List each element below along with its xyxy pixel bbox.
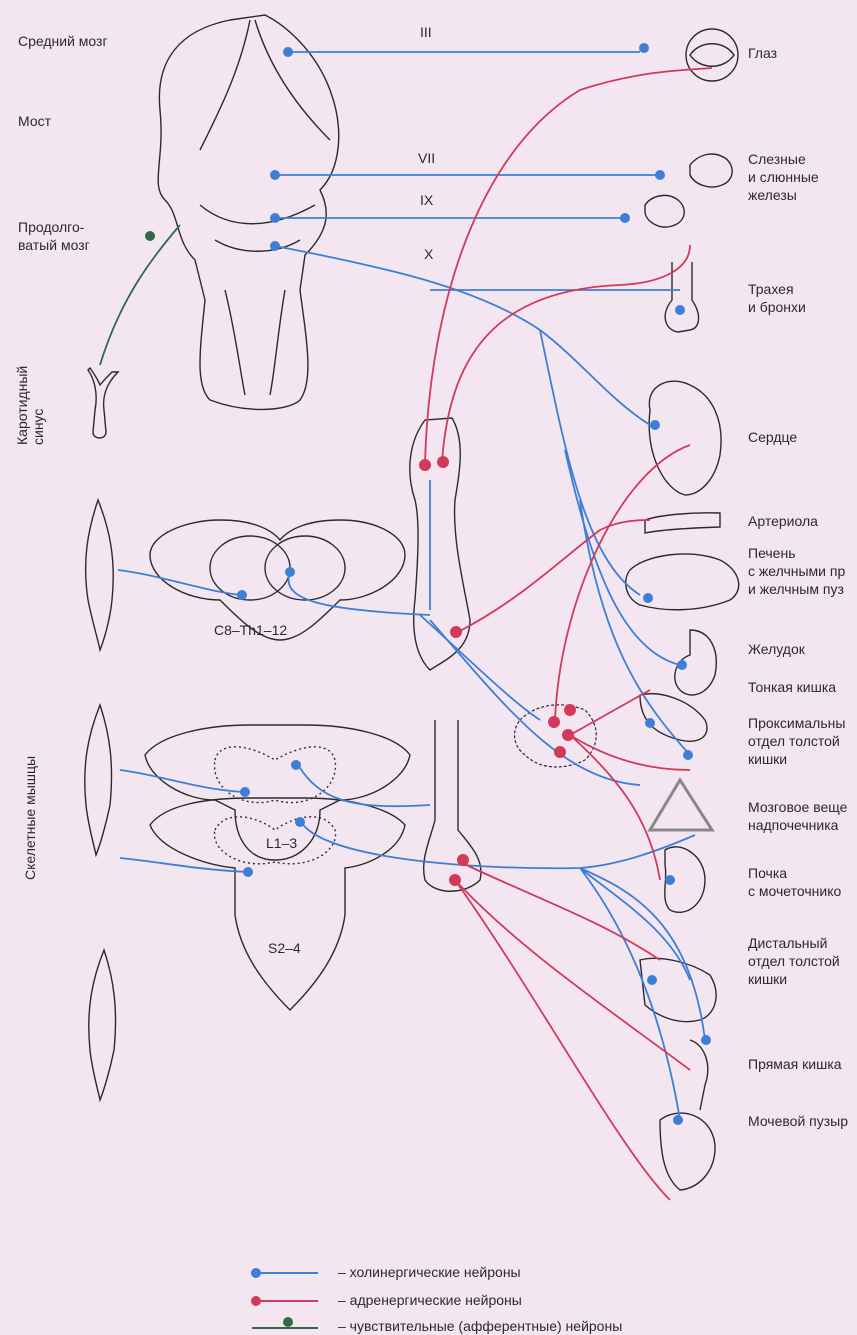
legend-afferent: – чувствительные (афферентные) нейроны: [338, 1318, 622, 1334]
segment-sacral: S2–4: [268, 940, 301, 956]
arteriole-shape: [645, 513, 720, 533]
organ-kidney: Почка с мочеточнико: [748, 864, 841, 900]
lacrimal-gland-shape: [690, 154, 732, 187]
salivary-gland-shape: [645, 195, 684, 227]
organ-adrenal-medulla: Мозговое веще надпочечника: [748, 798, 847, 834]
organ-bladder: Мочевой пузыр: [748, 1112, 848, 1130]
spinal-cord-sacral: [150, 798, 405, 1010]
organ-distal-colon: Дистальный отдел толстой кишки: [748, 934, 840, 988]
brainstem-outline: [158, 15, 339, 409]
label-midbrain: Средний мозг: [18, 32, 108, 50]
nerve-label-3: III: [420, 24, 432, 40]
legend-swatches: [251, 1268, 318, 1328]
legend-cholinergic: – холинергические нейроны: [338, 1264, 521, 1280]
bladder-shape: [660, 1113, 715, 1190]
organ-heart: Сердце: [748, 428, 797, 446]
adrenal-shape: [650, 780, 712, 830]
organ-trachea: Трахея и бронхи: [748, 280, 806, 316]
organ-arteriole: Артериола: [748, 512, 818, 530]
organ-proximal-colon: Проксимальны отдел толстой кишки: [748, 714, 845, 768]
nerve-label-9: IX: [420, 192, 433, 208]
intestine-shape: [640, 694, 707, 742]
segment-thoracic: C8–Th1–12: [214, 622, 287, 638]
trachea-shape: [665, 262, 698, 332]
liver-shape: [626, 554, 739, 610]
skeletal-muscle-3: [89, 950, 116, 1100]
cholinergic-pathways: [118, 52, 705, 1120]
label-pons: Мост: [18, 112, 51, 130]
organ-stomach: Желудок: [748, 640, 805, 658]
label-skeletal-muscles: Скелетные мышцы: [22, 756, 38, 880]
label-medulla: Продолго- ватый мозг: [18, 218, 90, 254]
skeletal-muscle-1: [86, 500, 114, 650]
organ-small-intestine: Тонкая кишка: [748, 678, 836, 696]
organ-eye: Глаз: [748, 44, 777, 62]
rectum-shape: [690, 1040, 708, 1110]
carotid-sinus-shape: [88, 368, 118, 438]
afferent-pathway: [100, 225, 180, 365]
heart-shape: [649, 381, 721, 495]
label-carotid-sinus: Каротидный синус: [14, 366, 46, 445]
organ-glands: Слезные и слюнные железы: [748, 150, 819, 204]
eye-shape: [686, 29, 738, 81]
organ-liver: Печень с желчными пр и желчным пуз: [748, 544, 845, 598]
skeletal-muscle-2: [85, 705, 112, 855]
nerve-label-10: X: [424, 246, 433, 262]
colon-shape: [640, 958, 716, 1021]
organ-rectum: Прямая кишка: [748, 1055, 842, 1073]
legend-adrenergic: – адренергические нейроны: [338, 1292, 522, 1308]
nerve-label-7: VII: [418, 150, 435, 166]
segment-lumbar: L1–3: [266, 835, 297, 851]
